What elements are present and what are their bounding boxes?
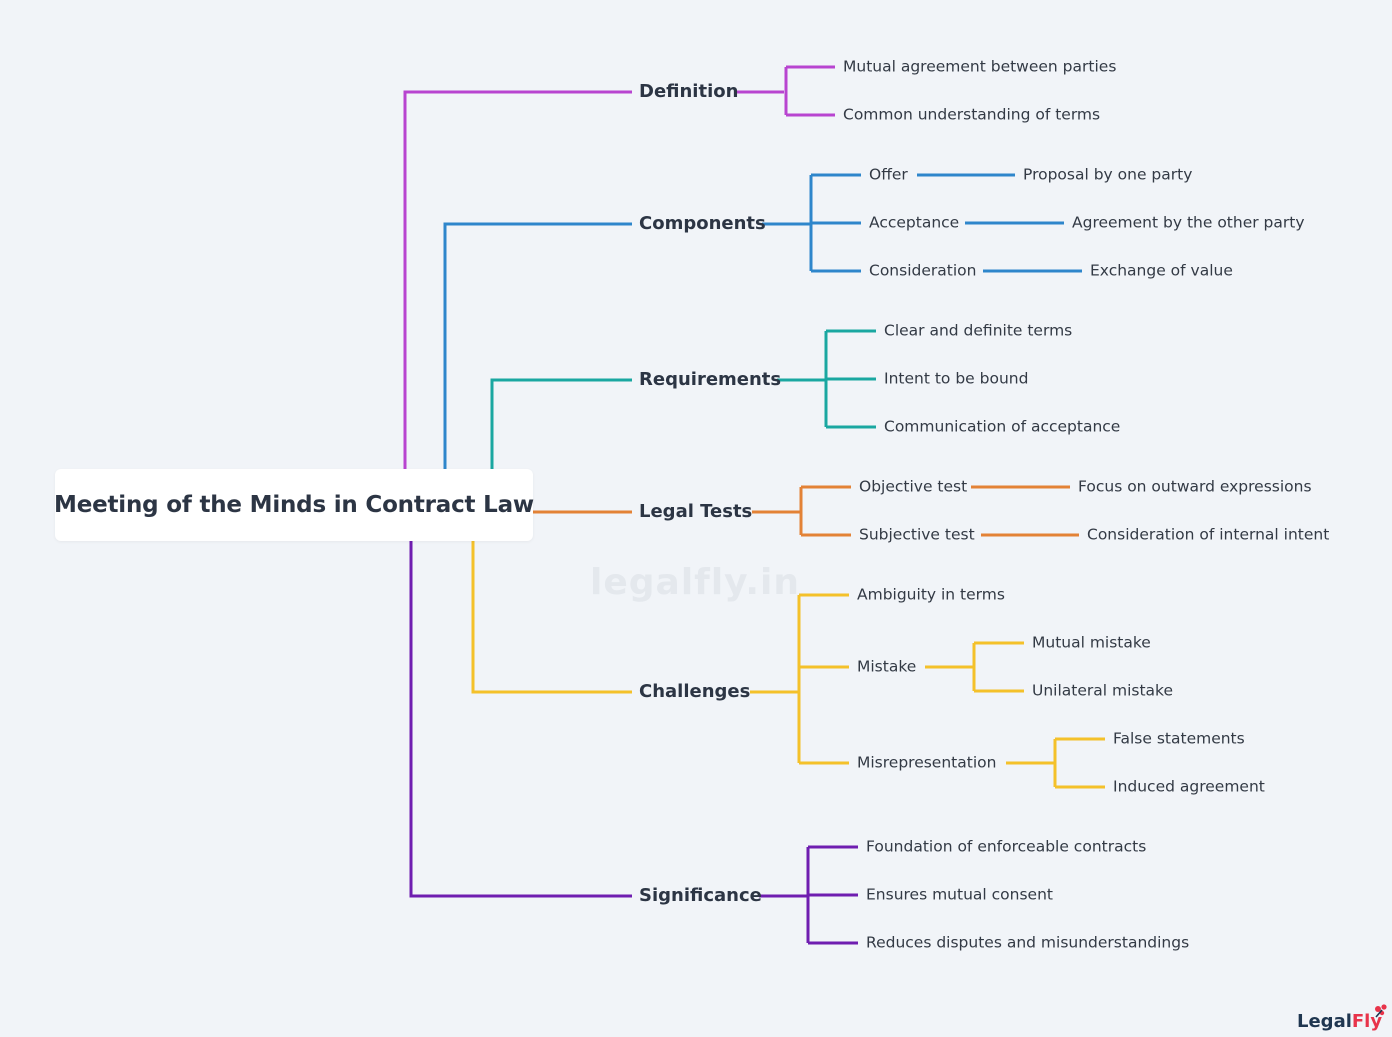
node-unilateral-mistake[interactable]: Unilateral mistake — [1032, 681, 1174, 700]
node-induced-agreement[interactable]: Induced agreement — [1113, 777, 1265, 796]
connector-requirements — [490, 378, 632, 469]
connector-challenges — [471, 541, 632, 694]
node-reduces-disputes-and-misunderstandings[interactable]: Reduces disputes and misunderstandings — [866, 933, 1190, 952]
node-exchange-of-value[interactable]: Exchange of value — [1090, 261, 1233, 280]
node-intent-to-be-bound[interactable]: Intent to be bound — [884, 369, 1029, 388]
node-misrepresentation[interactable]: Misrepresentation — [857, 753, 997, 772]
logo-text-fly: Fly — [1351, 1011, 1383, 1032]
node-objective-test[interactable]: Objective test — [859, 477, 968, 496]
node-acceptance[interactable]: Acceptance — [869, 213, 960, 232]
node-mistake[interactable]: Mistake — [857, 657, 917, 676]
watermark: legalfly.in — [590, 562, 800, 603]
node-consideration[interactable]: Consideration — [869, 261, 977, 280]
branch-significance[interactable]: Significance — [639, 885, 762, 906]
legalfly-logo: LegalFly — [1297, 1011, 1382, 1032]
node-proposal-by-one-party[interactable]: Proposal by one party — [1023, 165, 1193, 184]
branch-challenges[interactable]: Challenges — [639, 681, 751, 702]
connector-significance — [409, 541, 632, 898]
node-foundation-of-enforceable-contracts[interactable]: Foundation of enforceable contracts — [866, 837, 1147, 856]
node-subjective-test[interactable]: Subjective test — [859, 525, 975, 544]
node-focus-on-outward-expressions[interactable]: Focus on outward expressions — [1078, 477, 1312, 496]
node-false-statements[interactable]: False statements — [1113, 729, 1245, 748]
node-offer[interactable]: Offer — [869, 165, 908, 184]
branch-definition[interactable]: Definition — [639, 81, 739, 102]
butterfly-icon — [1375, 1004, 1387, 1018]
node-clear-and-definite-terms[interactable]: Clear and definite terms — [884, 321, 1073, 340]
node-ambiguity-in-terms[interactable]: Ambiguity in terms — [857, 585, 1005, 604]
node-mutual-mistake[interactable]: Mutual mistake — [1032, 633, 1151, 652]
node-agreement-by-the-other-party[interactable]: Agreement by the other party — [1072, 213, 1305, 232]
node-mutual-agreement-between-parties[interactable]: Mutual agreement between parties — [843, 57, 1117, 76]
node-communication-of-acceptance[interactable]: Communication of acceptance — [884, 417, 1121, 436]
logo-text-legal: Legal — [1297, 1011, 1352, 1032]
root-title: Meeting of the Minds in Contract Law — [54, 492, 534, 518]
branch-legal-tests[interactable]: Legal Tests — [639, 501, 753, 522]
node-ensures-mutual-consent[interactable]: Ensures mutual consent — [866, 885, 1053, 904]
connector-definition — [403, 90, 632, 469]
connector-components — [443, 222, 632, 469]
branch-components[interactable]: Components — [639, 213, 766, 234]
node-common-understanding-of-terms[interactable]: Common understanding of terms — [843, 105, 1101, 124]
branch-requirements[interactable]: Requirements — [639, 369, 782, 390]
root-node[interactable]: Meeting of the Minds in Contract Law — [54, 469, 534, 541]
node-consideration-of-internal-intent[interactable]: Consideration of internal intent — [1087, 525, 1330, 544]
